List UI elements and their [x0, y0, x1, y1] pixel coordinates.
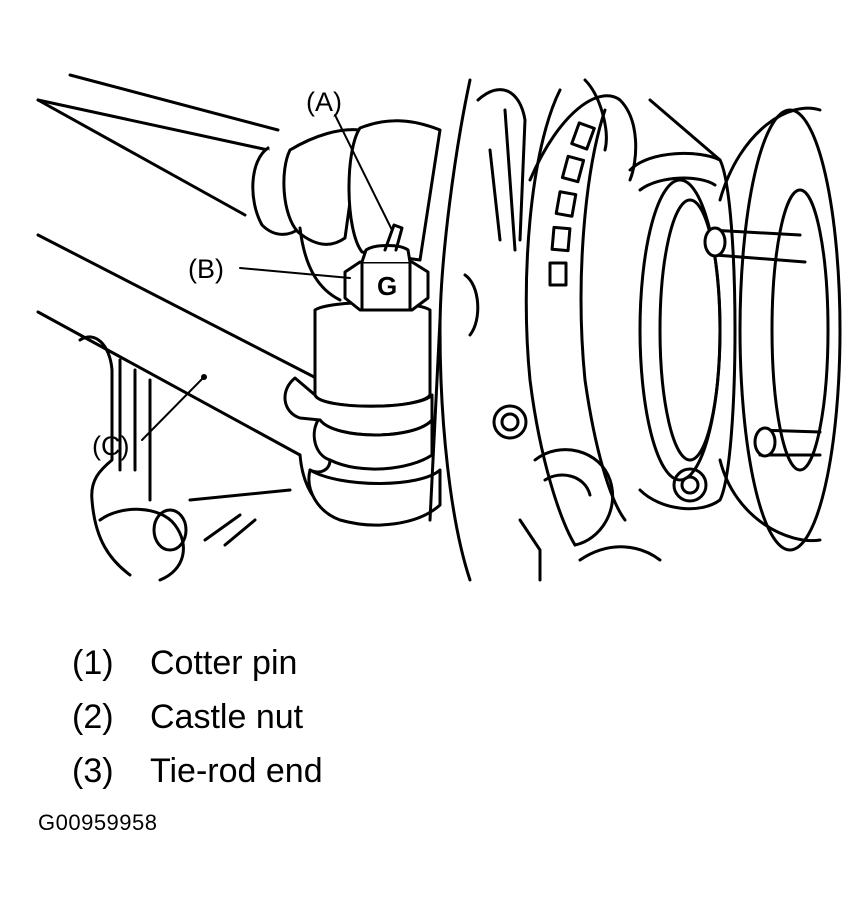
legend-text: Castle nut — [150, 697, 304, 736]
legend-item-cotter-pin: (1) Cotter pin — [72, 636, 323, 690]
knuckle-bracket — [78, 335, 292, 582]
tie-rod-arm — [36, 233, 332, 514]
legend-number: (1) — [72, 643, 114, 682]
legend-item-castle-nut: (2) Castle nut — [72, 690, 323, 744]
callout-c: (C) — [92, 431, 129, 461]
tie-rod-end-illustration: G — [36, 73, 842, 582]
leader-line-b — [239, 267, 351, 279]
legend-text: Tie-rod end — [150, 751, 323, 790]
leader-line-c — [141, 376, 205, 441]
callout-a: (A) — [306, 87, 342, 117]
legend-item-tie-rod-end: (3) Tie-rod end — [72, 744, 323, 798]
cv-boot — [251, 119, 442, 302]
nut-g-mark: G — [377, 271, 397, 301]
cotter-pin — [383, 223, 404, 252]
wheel-flange — [703, 106, 842, 552]
steering-knuckle — [428, 78, 722, 582]
brake-disc — [524, 88, 627, 547]
legend-number: (3) — [72, 751, 114, 790]
tie-rod-end-body — [283, 301, 442, 527]
callout-b: (B) — [188, 254, 224, 284]
legend-number: (2) — [72, 697, 114, 736]
wheel-hub — [628, 152, 737, 511]
legend-text: Cotter pin — [150, 643, 298, 682]
leader-dot-c — [201, 374, 207, 380]
drive-shaft — [36, 73, 280, 217]
leader-line-a — [334, 114, 393, 231]
parts-legend: (1) Cotter pin (2) Castle nut (3) Tie-ro… — [72, 636, 323, 798]
castle-nut: G — [343, 244, 430, 312]
figure-id: G00959958 — [38, 810, 158, 835]
